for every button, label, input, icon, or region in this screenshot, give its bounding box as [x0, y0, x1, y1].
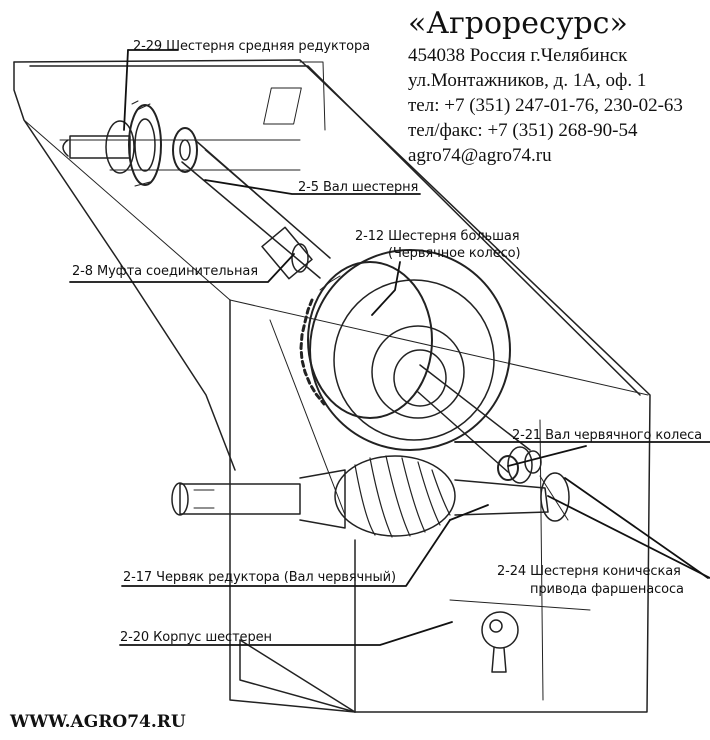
fax-line: тел/факс: +7 (351) 268-90-54 [408, 120, 638, 141]
worm-wheel-shaft [417, 364, 542, 484]
email-link[interactable]: agro74@agro74.ru [408, 145, 552, 166]
address-line-postal: 454038 Россия г.Челябинск [408, 45, 628, 66]
pinion-shaft [181, 139, 331, 279]
website-link[interactable]: WWW.AGRO74.RU [10, 712, 186, 732]
company-name: «Агроресурс» [408, 6, 628, 41]
label-middle-gear: 2-29 Шестерня средняя редуктора [133, 39, 371, 54]
gear-housing [13, 59, 651, 713]
bevel-gear [539, 472, 570, 522]
label-worm-shaft: 2-17 Червяк редуктора (Вал червячный) [123, 570, 397, 585]
worm-wheel [299, 249, 511, 451]
address-line-street: ул.Монтажников, д. 1А, оф. 1 [408, 70, 647, 91]
label-pump-drive: привода фаршенасоса [530, 582, 684, 597]
worm-shaft [171, 455, 549, 538]
leader-lines [69, 49, 710, 646]
label-bevel-gear: 2-24 Шестерня коническая [497, 564, 681, 579]
label-worm-wheel-shaft: 2-21 Вал червячного колеса [512, 428, 703, 443]
label-worm-wheel: (Червячное колесо) [388, 246, 521, 261]
keyhole-cutout [481, 611, 519, 673]
phone-line: тел: +7 (351) 247-01-76, 230-02-63 [408, 95, 683, 116]
label-coupling: 2-8 Муфта соединительная [72, 264, 258, 279]
coupling [261, 226, 313, 280]
label-pinion-shaft: 2-5 Вал шестерня [298, 180, 419, 195]
middle-gear-shaft [62, 100, 198, 187]
label-gear-housing: 2-20 Корпус шестерен [120, 630, 272, 645]
label-large-gear: 2-12 Шестерня большая [355, 229, 520, 244]
